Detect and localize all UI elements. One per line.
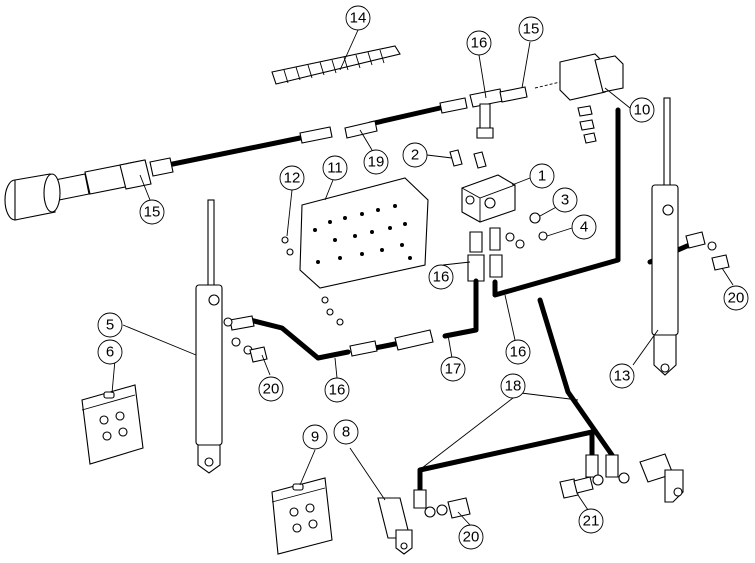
callout-15-top: 15	[518, 16, 544, 42]
hardware-pack-icon-2	[271, 477, 333, 555]
callout-14: 14	[345, 5, 371, 31]
callout-20-bottom-label: 20	[463, 529, 480, 546]
filter-icon	[4, 173, 61, 221]
callout-16-bottom: 16	[324, 377, 350, 403]
callout-18: 18	[500, 373, 526, 399]
callout-12-label: 12	[284, 170, 301, 187]
callout-13-label: 13	[614, 368, 631, 385]
callout-16-bottom-label: 16	[329, 382, 346, 399]
hoses	[247, 107, 697, 495]
callout-16-right-label: 16	[510, 344, 527, 361]
return-hose-assembly	[54, 97, 468, 201]
callout-11: 11	[322, 155, 348, 181]
callout-15-left-label: 15	[144, 204, 161, 221]
callout-10: 10	[629, 97, 655, 123]
callout-4: 4	[571, 214, 597, 240]
callout-18-label: 18	[505, 378, 522, 395]
solenoid-icon	[534, 53, 624, 144]
hardware-pack-icon	[81, 384, 144, 465]
tee-fitting	[469, 86, 528, 139]
callout-16-right: 16	[505, 339, 531, 365]
spiral-wrap-icon	[271, 45, 401, 85]
callout-19: 19	[363, 149, 389, 175]
callout-17: 17	[440, 356, 466, 382]
callout-6: 6	[97, 339, 123, 365]
callout-19-label: 19	[368, 154, 385, 171]
callout-10-label: 10	[634, 102, 651, 119]
callout-21: 21	[578, 508, 604, 534]
callout-15-left: 15	[139, 199, 165, 225]
cylinder-icon	[195, 199, 268, 474]
callout-1: 1	[529, 163, 555, 189]
callouts: 14 16 15 10 19 15 2 1 12 11 3 4 16 16 5 …	[97, 5, 749, 550]
callout-6-label: 6	[106, 344, 114, 361]
valve-block-icon	[449, 149, 548, 241]
callout-17-label: 17	[445, 361, 462, 378]
mounting-plate-icon	[281, 177, 429, 326]
bolts	[447, 476, 594, 519]
callout-2: 2	[402, 142, 428, 168]
bottom-elbow-fitting	[377, 497, 413, 555]
callout-16-top-label: 16	[471, 35, 488, 52]
callout-3-label: 3	[561, 192, 569, 209]
callout-13: 13	[609, 363, 635, 389]
callout-20-right-label: 20	[728, 290, 745, 307]
callout-15-top-label: 15	[523, 21, 540, 38]
callout-20-left: 20	[258, 376, 284, 402]
valve-fittings	[467, 227, 525, 282]
callout-4-label: 4	[580, 219, 588, 236]
callout-14-label: 14	[350, 10, 367, 27]
callout-9: 9	[302, 424, 328, 450]
callout-9-label: 9	[311, 429, 319, 446]
callout-20-left-label: 20	[263, 381, 280, 398]
elbow-fitting	[639, 453, 684, 503]
callout-16-mid: 16	[428, 264, 454, 290]
hose-fittings	[229, 231, 706, 518]
callout-20-bottom: 20	[458, 524, 484, 550]
callout-8: 8	[333, 419, 359, 445]
leader-lines	[111, 29, 734, 526]
callout-3: 3	[552, 187, 578, 213]
callout-20-right: 20	[723, 285, 749, 311]
callout-12: 12	[279, 165, 305, 191]
callout-5: 5	[97, 312, 123, 338]
callout-8-label: 8	[342, 424, 350, 441]
callout-1-label: 1	[538, 168, 546, 185]
callout-5-label: 5	[106, 317, 114, 334]
callout-2-label: 2	[411, 147, 419, 164]
callout-16-top: 16	[466, 30, 492, 56]
callout-16-mid-label: 16	[433, 269, 450, 286]
callout-11-label: 11	[327, 160, 343, 177]
cylinder-right-icon	[651, 97, 730, 376]
callout-21-label: 21	[583, 513, 600, 530]
